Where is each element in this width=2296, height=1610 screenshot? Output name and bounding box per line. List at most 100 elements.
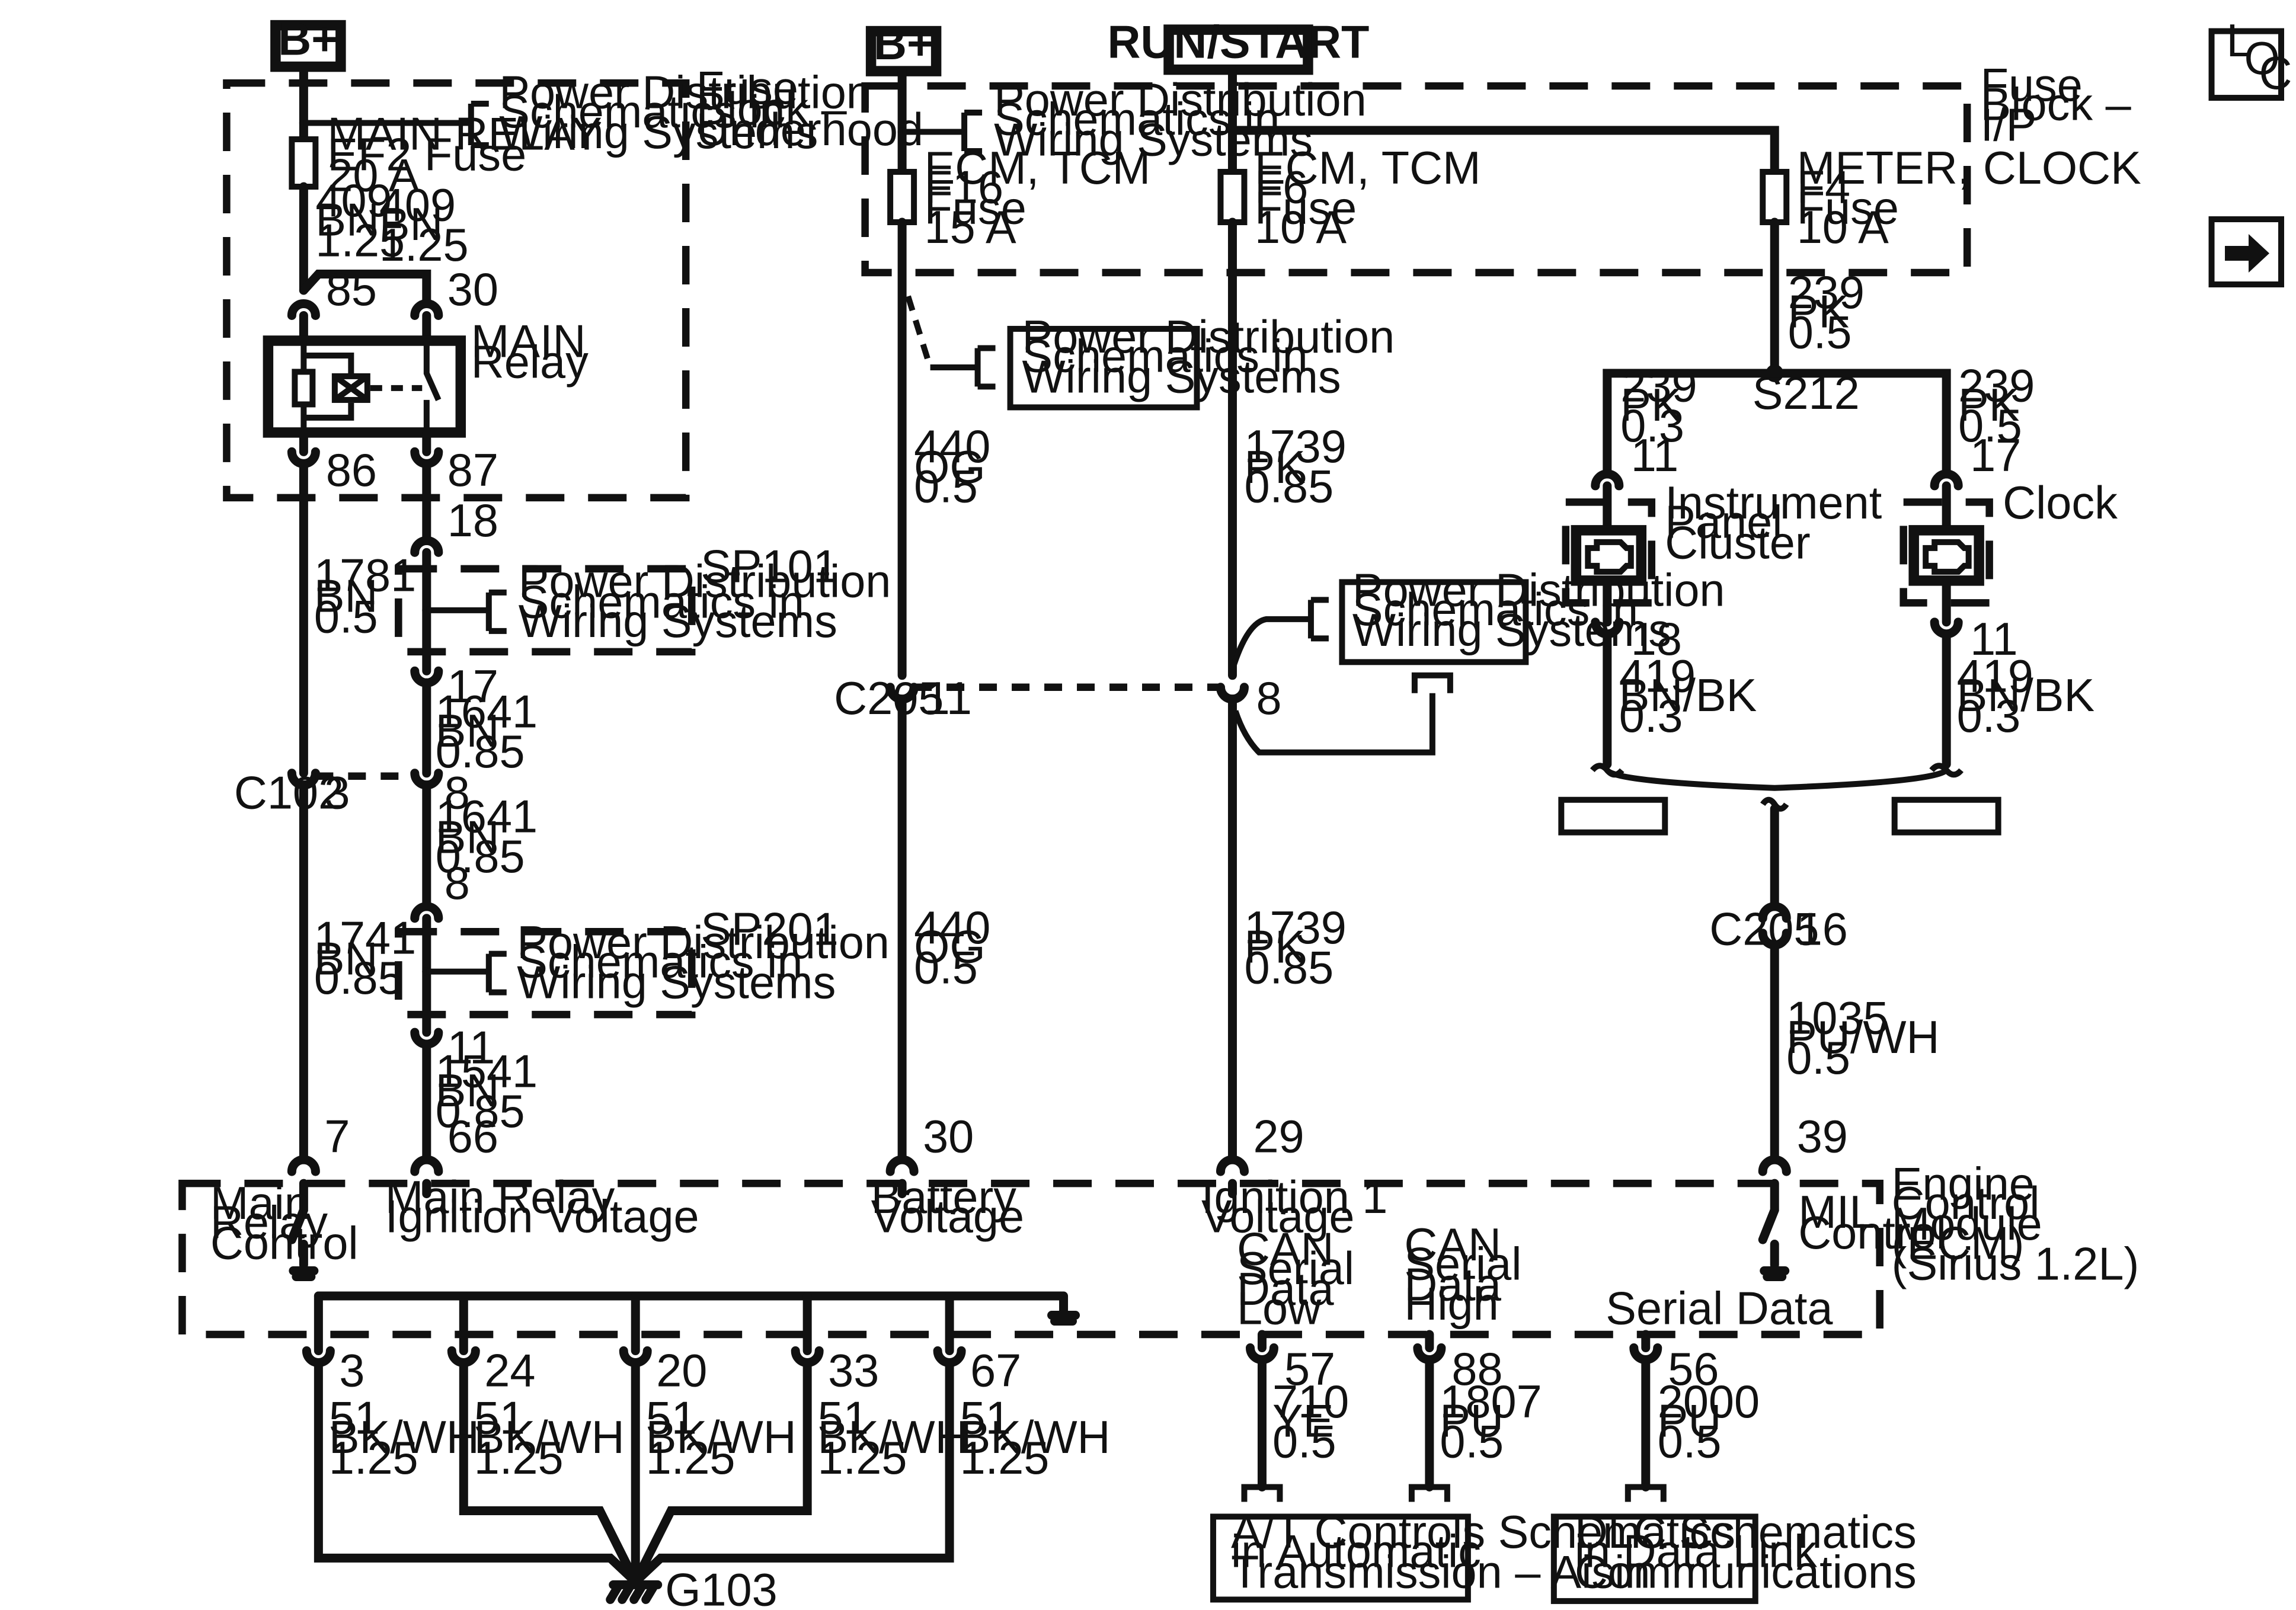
wire-239-ipc-label: 239 PK 0.3 [1620, 360, 1710, 451]
fuse-f4-label: METER, CLOCK F4 Fuse 10 A [1797, 143, 2154, 253]
loc-letter-c: C [2259, 48, 2292, 99]
clock-label: Clock [2003, 478, 2118, 529]
ecm-pin-30: 30 [923, 1112, 974, 1163]
ip-pds-ref: Power Distribution Schematics in Wiring … [994, 75, 1379, 165]
fuse-block-underhood-title: Fuse Block – Underhood [696, 63, 923, 155]
fuse-block-ip-outline [861, 82, 1971, 277]
right-arrow-icon [2225, 233, 2270, 273]
sp201-label: SP201 [701, 904, 839, 955]
ground-wire-5-label: 51 BK/WH 1.25 [960, 1393, 1123, 1483]
ground-wire-2-label: 51 BK/WH 1.25 [474, 1393, 637, 1483]
ecm-outline [178, 1179, 1884, 1339]
ecm-title: Engine Control Module (ECM) (Sirius 1.2L… [1892, 1159, 2140, 1290]
wire-1739-b-label: 1739 PK 0.85 [1244, 902, 1359, 993]
ground-pin-67: 67 [970, 1345, 1021, 1396]
clock-pin-17: 17 [1970, 430, 2021, 481]
ground-pin-24: 24 [484, 1345, 535, 1396]
c205-pin-8: 8 [1256, 673, 1281, 724]
wire-2000-label: 2000 PU 0.5 [1658, 1377, 1773, 1467]
engine-icon-ipc [1585, 539, 1634, 575]
c205-mid-label: C205 [834, 673, 944, 724]
pds-ref-box-f16 [1007, 325, 1200, 411]
wire-440-a-label: 440 OG 0.5 [914, 421, 1003, 512]
dlc-ref: DLC Schematics in Data Link Communicatio… [1575, 1507, 1929, 1598]
fuse-f6-label: ECM, TCM F6 Fuse 10 A [1255, 143, 1494, 253]
relay-pin-87: 87 [447, 445, 498, 496]
can-high-label: CAN Serial Data High [1404, 1219, 1534, 1330]
c205-pin-11: 11 [925, 673, 972, 724]
pds-ref-box-f6 [1339, 579, 1529, 665]
sp101-pin-18: 18 [447, 495, 498, 546]
ecm-pin-66: 66 [447, 1112, 498, 1163]
clock-continued-box [1891, 796, 2001, 836]
c102-pin-3: 3 [324, 768, 350, 819]
run-start-source: RUN/START [1108, 17, 1370, 75]
b-plus-mid-label: B+ [874, 18, 933, 69]
engine-icon-clock [1923, 539, 1972, 575]
main-relay-fuse-label: MAIN RELAY EF2 Fuse 20 A [327, 109, 615, 201]
at-controls-ref-box[interactable] [1210, 1513, 1471, 1603]
wire-1035-label: 1035 PU/WH 0.5 [1786, 993, 1952, 1084]
wire-239-main-label: 239 PK 0.5 [1788, 267, 1878, 358]
at-controls-ref: A/T Controls Schematics in Automatic Tra… [1231, 1507, 1748, 1598]
wire-440-b-label: 440 OG 0.5 [914, 902, 1003, 993]
relay-coil-icon [292, 340, 442, 433]
clock-outline [1900, 498, 1993, 607]
sp201-pin-8: 8 [445, 858, 470, 909]
main-relay-fuse [289, 136, 319, 190]
b-plus-mid-source: B+ [865, 18, 942, 76]
ecm-pin-56: 56 [1668, 1344, 1719, 1395]
ign1-voltage-label: Ignition 1 Voltage [1201, 1172, 1400, 1242]
ground-pin-20: 20 [656, 1345, 707, 1396]
c102-pin-8: 8 [445, 768, 470, 819]
loc-letter-o: O [2244, 33, 2280, 84]
dlc-ref-box[interactable] [1550, 1513, 1758, 1604]
sp101-pds-ref: Power Distribution Schematics in Wiring … [519, 556, 904, 646]
ecm-pin-57: 57 [1284, 1344, 1335, 1395]
wire-409-b-label: 409 BN 1.25 [379, 180, 469, 271]
can-low-label: CAN Serial Data Low [1237, 1224, 1367, 1334]
wire-1807-label: 1807 PU 0.5 [1440, 1377, 1555, 1467]
c205-pin-16: 16 [1797, 904, 1848, 955]
ground-wire-3-label: 51 BK/WH 1.25 [646, 1393, 809, 1483]
wire-710-label: 710 YE 0.5 [1272, 1377, 1362, 1467]
b-plus-left-label: B+ [278, 14, 338, 65]
loc-button[interactable]: L O C [2208, 15, 2292, 101]
ecm-pin-7: 7 [324, 1112, 350, 1163]
main-relay-control-label: Main Relay Control [210, 1178, 359, 1269]
ground-pin-3: 3 [339, 1345, 364, 1396]
wire-1739-a-label: 1739 PK 0.85 [1244, 421, 1359, 512]
relay-pin-85: 85 [326, 264, 377, 315]
run-start-label: RUN/START [1108, 17, 1370, 68]
sp201-pds-ref: Power Distribution Schematics in Wiring … [517, 917, 902, 1008]
loc-letter-l: L [2227, 15, 2252, 66]
serial-data-label: Serial Data [1606, 1283, 1833, 1334]
fuse-f4 [1760, 169, 1790, 226]
wire-409-a-label: 409 BN 1.25 [315, 175, 405, 266]
ground-wire-1-label: 51 BK/WH 1.25 [329, 1393, 492, 1483]
ipc-pin-11: 11 [1631, 430, 1678, 481]
f16-pds-ref: Power Distribution Schematics in Wiring … [1022, 312, 1408, 402]
next-page-button[interactable] [2208, 216, 2285, 287]
mil-control-label: MIL Control [1798, 1187, 1946, 1259]
ground-pin-33: 33 [828, 1345, 879, 1396]
wire-239-clock-label: 239 PK 0.5 [1958, 360, 2048, 451]
b-plus-left-source: B+ [270, 14, 346, 72]
sp201-outline [395, 927, 696, 1019]
wire-1781-label: 1781 BN 0.5 [314, 550, 429, 642]
sp101-outline [395, 565, 696, 656]
wire-419-clock-label: 419 BN/BK 0.3 [1957, 651, 2108, 741]
wire-1541-label: 1541 BN 0.85 [436, 1046, 551, 1137]
ipc-pin-18: 18 [1631, 614, 1682, 665]
relay-pin-86: 86 [326, 445, 377, 496]
wire-1641-b-label: 1641 BN 0.85 [436, 792, 551, 882]
sp101-label: SP101 [701, 541, 839, 592]
fuse-f16-label: ECM, TCM F16 Fuse 15 A [925, 143, 1163, 253]
battery-voltage-label: Battery Voltage [871, 1172, 1029, 1242]
main-relay-label: MAIN Relay [471, 316, 599, 388]
ipc-label: Instrument Panel Cluster [1665, 478, 1895, 568]
ecm-pin-88: 88 [1451, 1344, 1502, 1395]
g103-label: G103 [665, 1564, 778, 1610]
sp101-pin-17: 17 [447, 661, 498, 712]
